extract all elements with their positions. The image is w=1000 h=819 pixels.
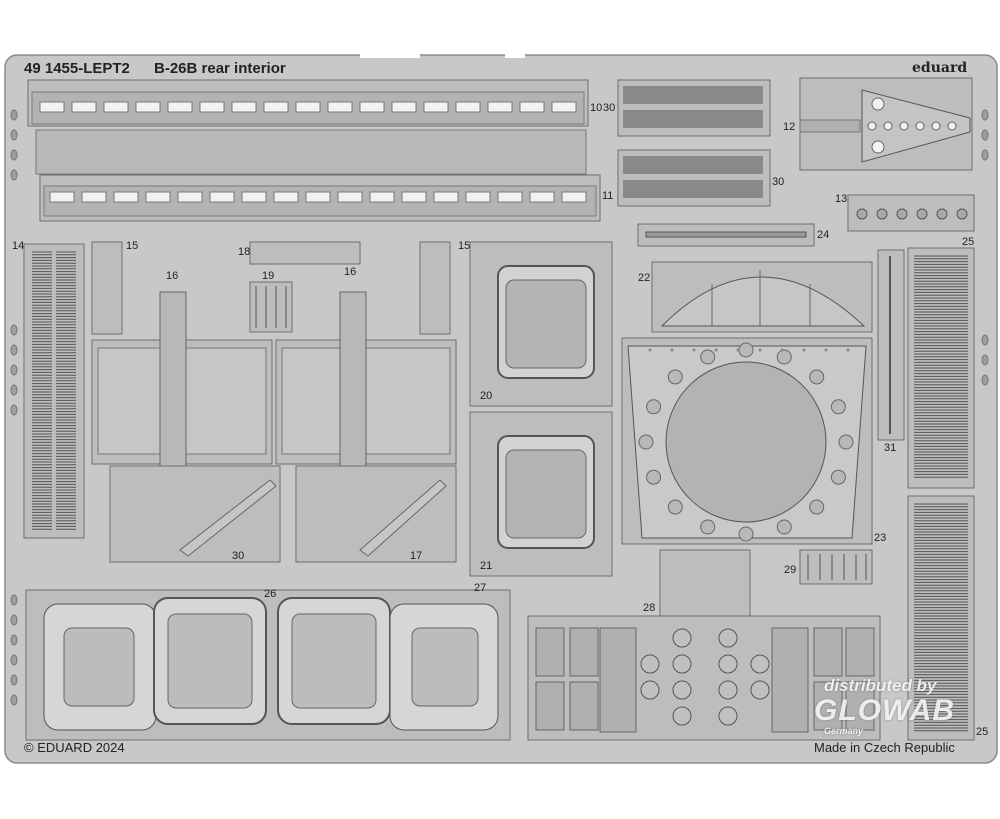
part-19 [249,281,293,333]
part-number-22: 22 [638,272,651,284]
part-number-10: 10 [590,102,603,114]
part-number-11: 11 [602,190,614,202]
part-13-row [847,194,975,232]
part-number-30-bottom: 30 [232,550,245,562]
part-15-right [419,241,451,335]
part-14-column [23,243,85,539]
part-number-12: 12 [783,121,796,133]
part-15-left [91,241,123,335]
part-12-triangle [799,77,973,171]
part-number-25-bottom: 25 [976,726,989,738]
part-25-springs [907,247,975,741]
part-20-frame [469,241,613,407]
part-number-30-top: 30 [603,102,616,114]
part-number-16-right: 16 [344,266,357,278]
part-number-30-mid: 30 [772,176,785,188]
part-10-strip [27,79,589,175]
watermark-line1: distributed by [824,676,937,695]
fret-code: 49 1455-LEPT2 [24,60,130,77]
part-number-17: 17 [410,550,423,562]
part-number-27: 27 [474,582,487,594]
part-number-28: 28 [643,602,656,614]
part-29 [799,549,873,585]
brand-logo: eduard [912,60,968,76]
part-30-springs [617,79,771,207]
part-11-strip [39,174,601,222]
part-number-23: 23 [874,532,887,544]
part-22-arch [651,261,873,333]
part-26-27-windows [25,589,511,741]
part-number-29: 29 [784,564,797,576]
watermark-line3: Germany [824,726,864,736]
part-28-panel [527,549,881,741]
part-number-13: 13 [835,193,848,205]
part-number-15-right: 15 [458,240,471,252]
part-number-26: 26 [264,588,277,600]
part-number-15-left: 15 [126,240,139,252]
part-number-21: 21 [480,560,493,572]
part-number-31: 31 [884,442,897,454]
part-18 [249,241,361,265]
watermark-logo: GLOWAB [814,694,955,727]
part-number-20: 20 [480,390,493,402]
part-16-left-panel [91,291,281,563]
part-number-18: 18 [238,246,251,258]
part-21-frame [469,411,613,577]
part-16-right-panel [275,291,457,563]
part-number-14: 14 [12,240,25,252]
fret-title: B-26B rear interior [154,60,286,77]
origin-text: Made in Czech Republic [814,740,955,755]
copyright-text: © EDUARD 2024 [24,740,125,755]
part-23-bulkhead [621,337,873,545]
part-number-24: 24 [817,229,830,241]
part-number-16-left: 16 [166,270,179,282]
part-number-19: 19 [262,270,275,282]
part-number-25-top: 25 [962,236,975,248]
